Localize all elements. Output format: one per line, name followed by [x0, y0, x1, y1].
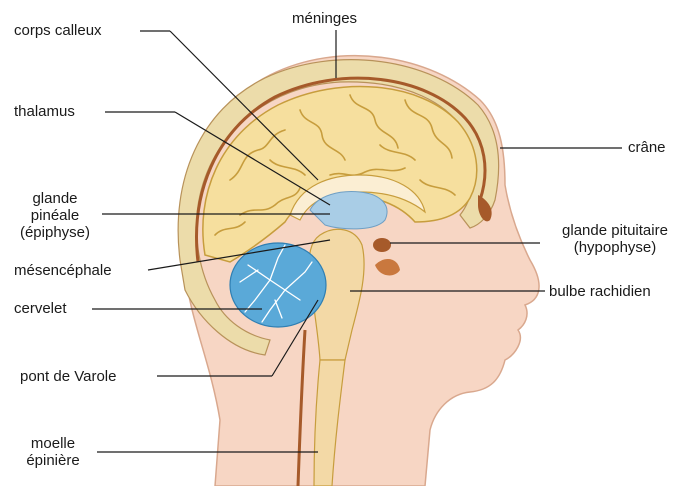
label-glande-pineale: glande pinéale (épiphyse) [10, 190, 100, 241]
label-thalamus: thalamus [14, 103, 75, 120]
label-glande-pineale-line1: glande [10, 190, 100, 207]
label-glande-pituitaire-line2: (hypophyse) [540, 239, 690, 256]
label-glande-pineale-line3: (épiphyse) [10, 224, 100, 241]
label-meninges: méninges [292, 10, 357, 27]
label-moelle-epiniere: moelle épinière [12, 435, 94, 469]
label-glande-pituitaire: glande pituitaire (hypophyse) [540, 222, 690, 256]
label-corps-calleux: corps calleux [14, 22, 102, 39]
label-cervelet: cervelet [14, 300, 67, 317]
label-bulbe-rachidien: bulbe rachidien [549, 283, 651, 300]
label-moelle-epiniere-line2: épinière [12, 452, 94, 469]
label-glande-pituitaire-line1: glande pituitaire [540, 222, 690, 239]
pituitary [373, 238, 391, 252]
label-moelle-epiniere-line1: moelle [12, 435, 94, 452]
label-glande-pineale-line2: pinéale [10, 207, 100, 224]
label-mesencephale: mésencéphale [14, 262, 112, 279]
label-crane: crâne [628, 139, 666, 156]
label-pont-de-varole: pont de Varole [20, 368, 116, 385]
